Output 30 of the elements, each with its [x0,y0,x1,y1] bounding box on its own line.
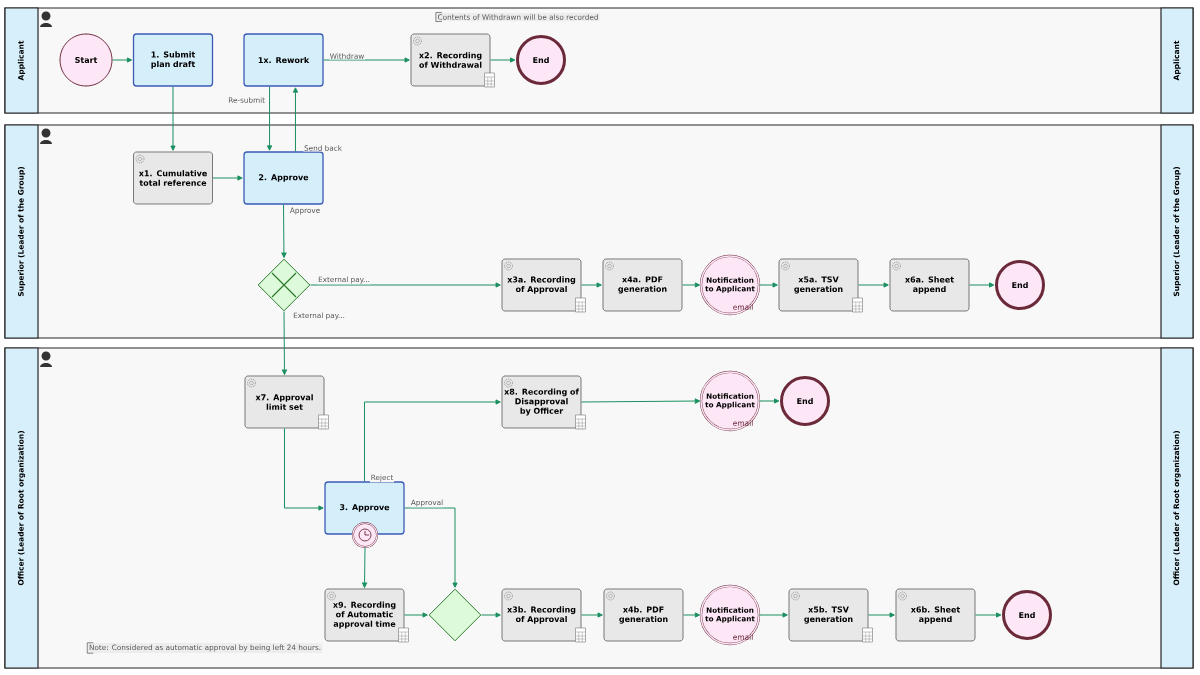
arrow [292,87,299,152]
arrow [758,282,778,288]
arrow [581,612,603,618]
arrow [581,282,602,288]
arrow [362,546,368,588]
arrow [310,282,501,288]
gateway-diamond [428,588,482,642]
arrow [112,57,133,63]
arrow [490,57,516,63]
arrow [404,612,428,618]
arrow [404,507,458,588]
arrow [683,612,701,618]
arrow [858,282,889,288]
arrow [581,398,701,404]
arrow [758,612,788,618]
arrow [364,399,501,482]
arrow [975,612,1002,618]
arrow [266,86,273,151]
arrow [281,204,287,258]
gateway-diamond [257,258,311,312]
arrow [758,398,780,404]
arrow [323,57,410,63]
arrow [281,311,288,375]
arrow [481,612,501,618]
arrow [969,282,995,288]
arrow [868,612,895,618]
arrow [682,282,701,288]
arrow [212,175,243,181]
arrow [170,86,176,151]
arrow [284,428,324,511]
